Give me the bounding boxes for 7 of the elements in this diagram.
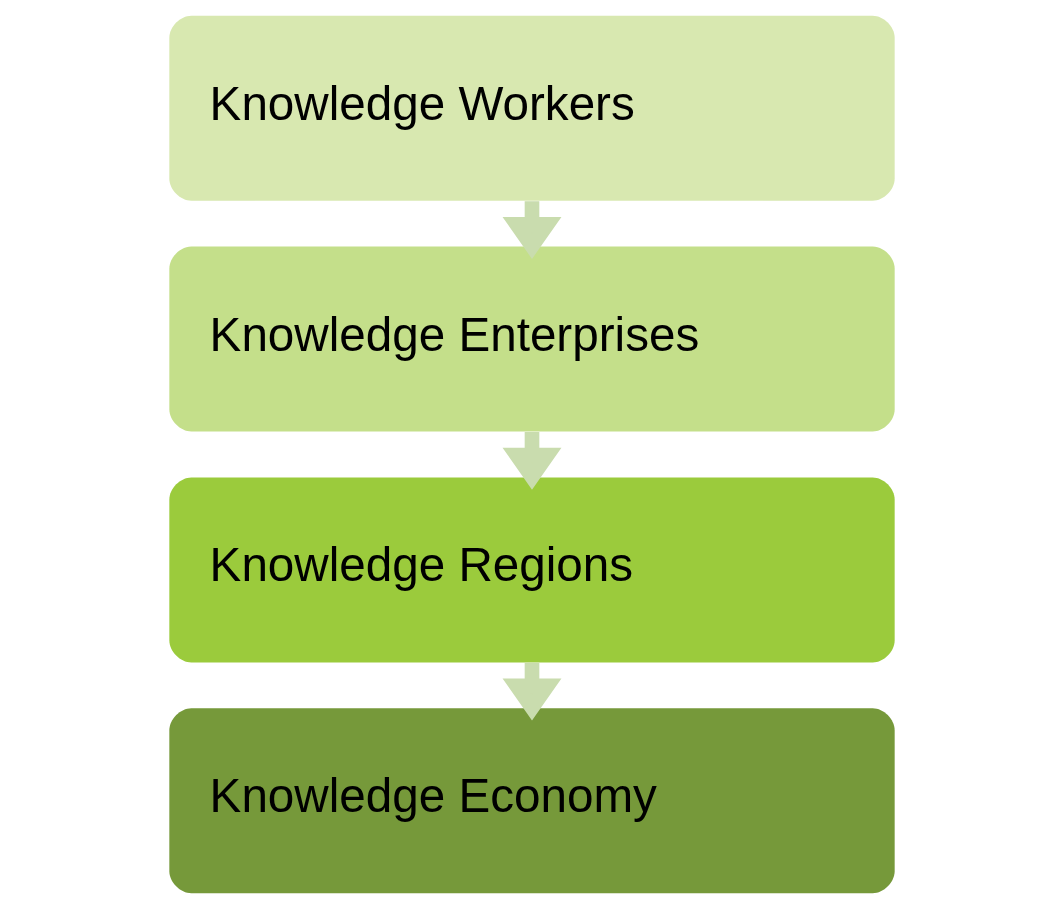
node-box: Knowledge Regions xyxy=(168,477,895,663)
arrow xyxy=(502,432,561,490)
node-box: Knowledge Workers xyxy=(168,15,895,201)
arrow xyxy=(502,662,561,721)
arrow xyxy=(502,201,561,259)
node-box: Knowledge Economy xyxy=(168,708,895,894)
node-box: Knowledge Enterprises xyxy=(168,246,895,432)
